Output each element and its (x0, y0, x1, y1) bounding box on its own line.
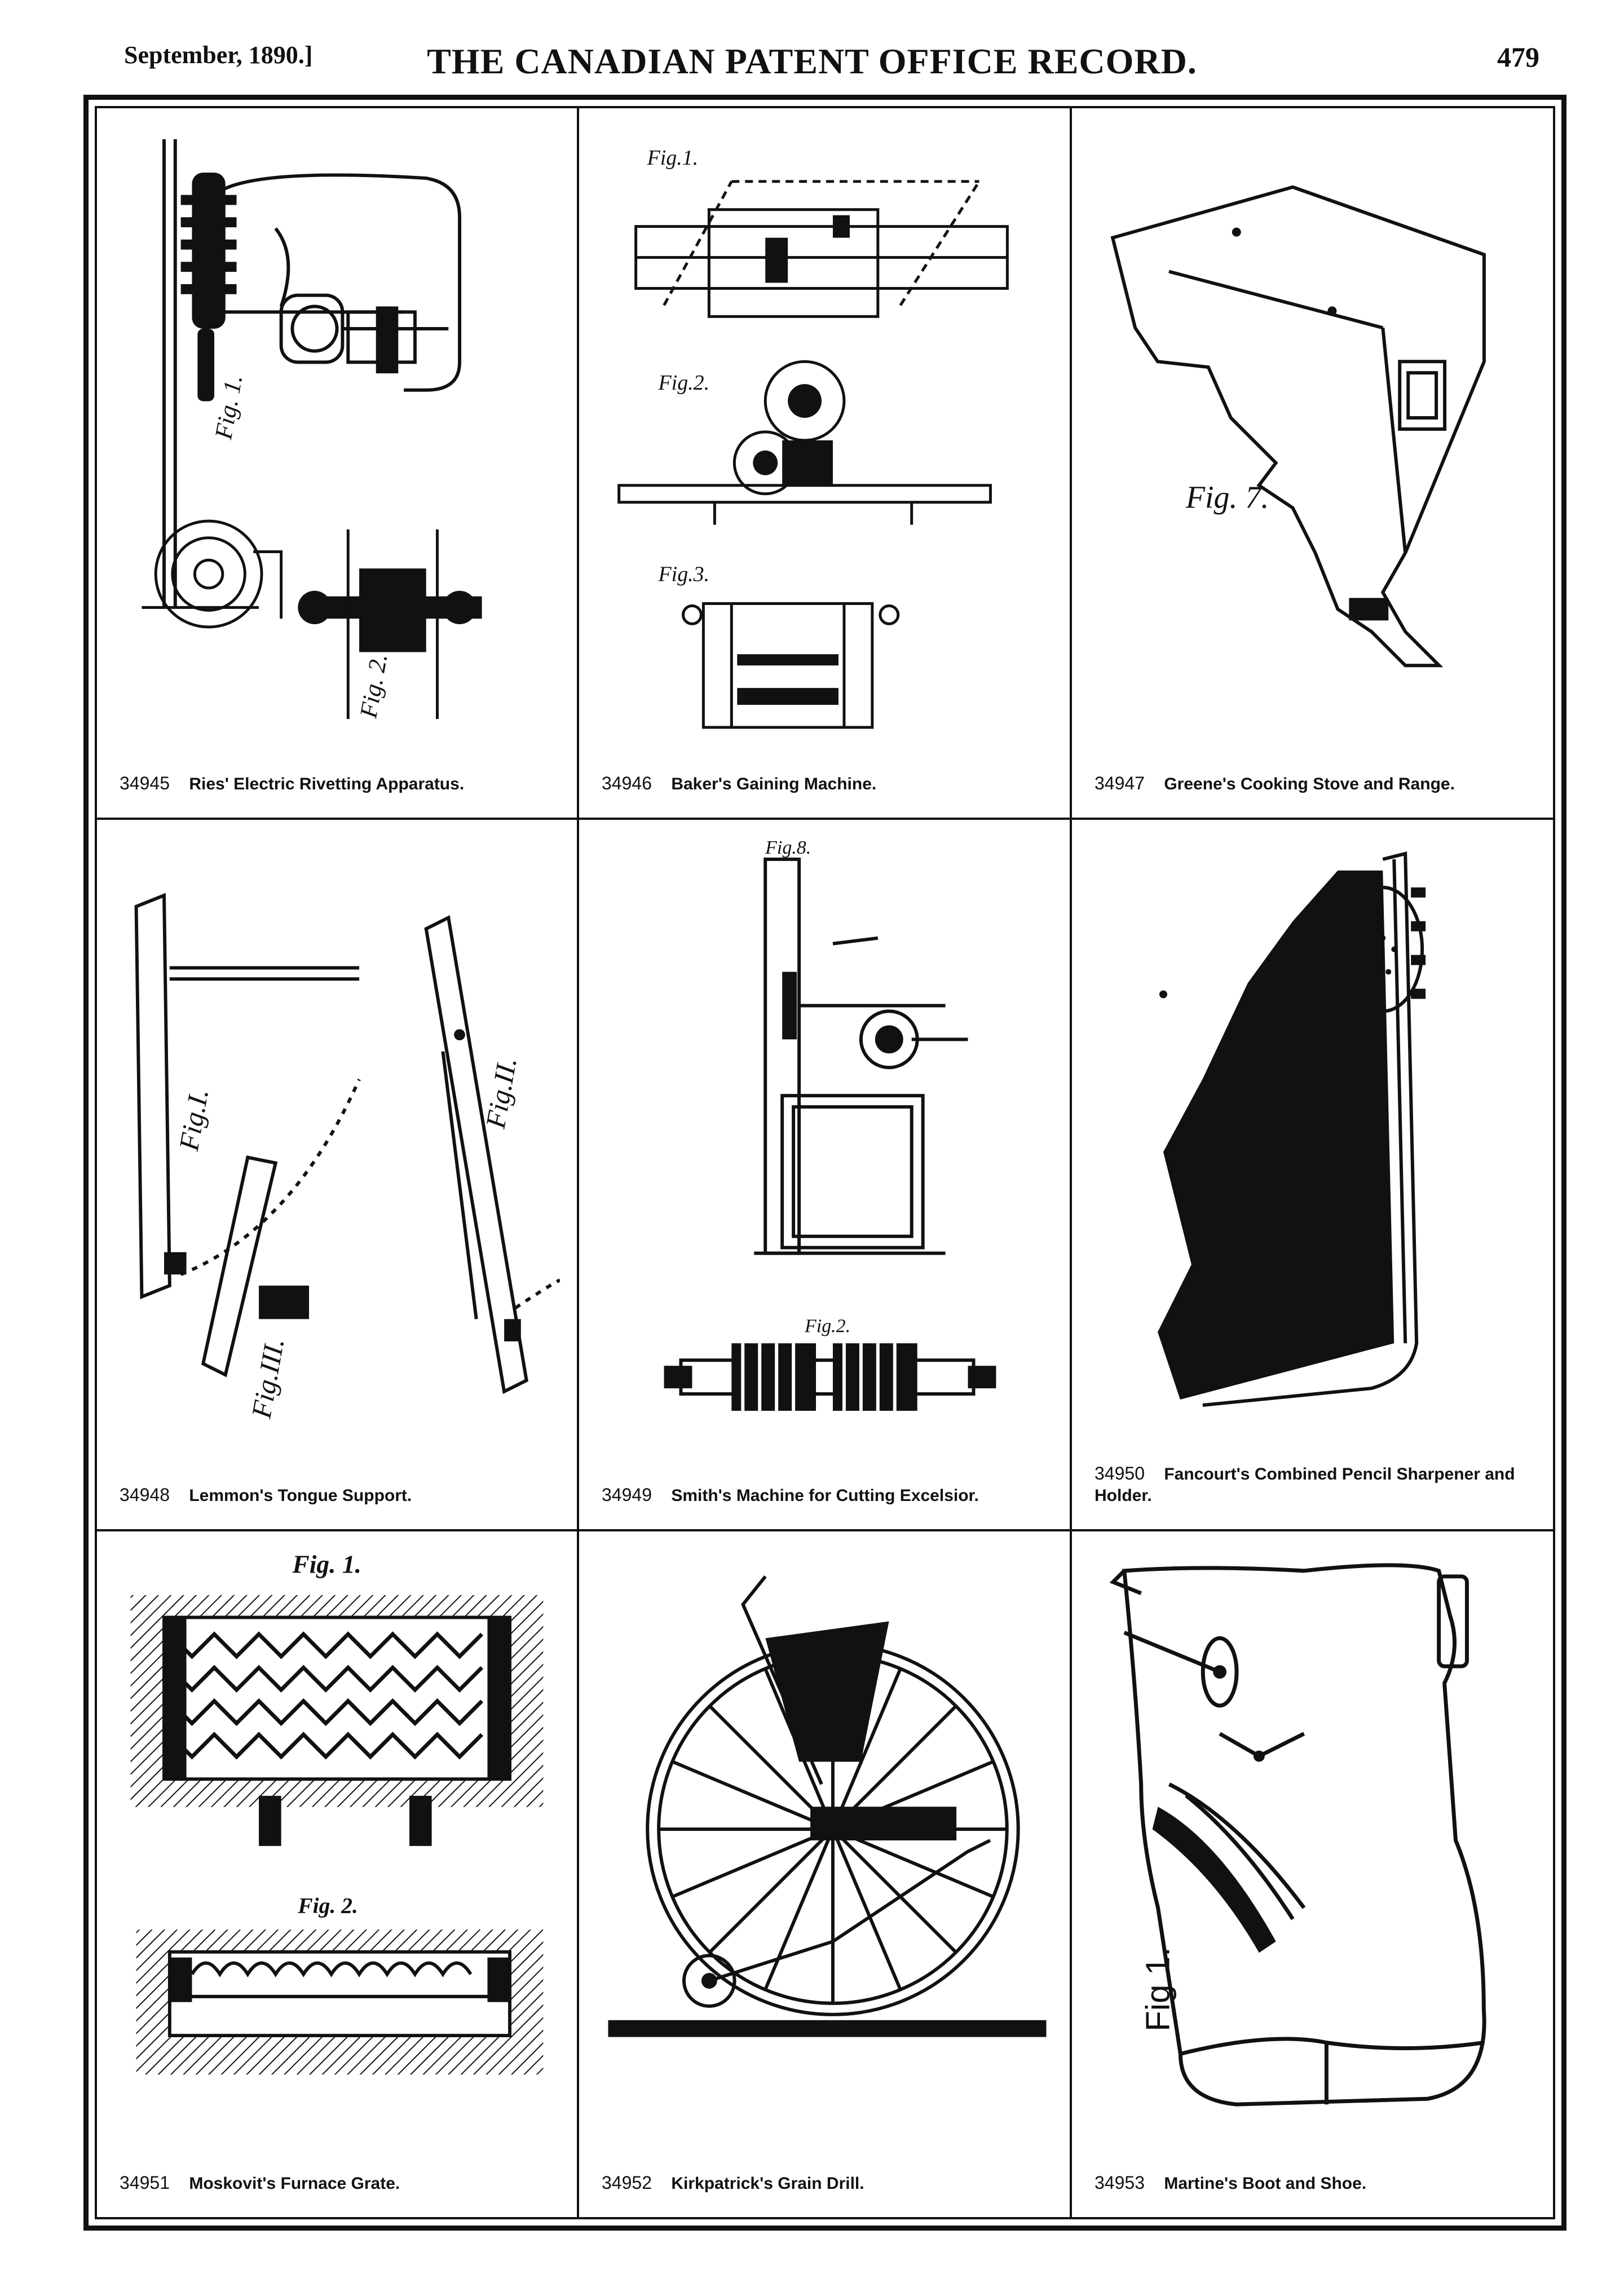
patent-cell-34952: 34952 Kirkpatrick's Grain Drill. (579, 1531, 1072, 2217)
fig-label: Fig.I. (173, 1087, 214, 1154)
fig-label: Fig. 1. (292, 1549, 361, 1578)
patent-cell-34950: 34950 Fancourt's Combined Pencil Sharpen… (1072, 820, 1553, 1531)
furnace-grate-illustration: Fig. 1. Fig. 2. (130, 1549, 544, 2075)
patent-title: Smith's Machine for Cutting Excelsior. (671, 1486, 979, 1505)
fig-label: Fig. 1. (210, 373, 248, 441)
patent-grid: Fig. 1. Fig. 2. 34945 Ries' Electric Riv… (97, 108, 1553, 2217)
patent-drawing-stove: Fig. 7. (1089, 125, 1536, 733)
gaining-machine-illustration: Fig.1. Fig.2. Fig.3. (617, 146, 1009, 729)
patent-title: Kirkpatrick's Grain Drill. (671, 2174, 864, 2193)
fig-label: Fig.3. (658, 562, 710, 586)
fig-label: Fig. 2. (355, 651, 392, 720)
patent-title: Fancourt's Combined Pencil Sharpener and… (1095, 1465, 1515, 1505)
fig-label: Fig 1. (1138, 1947, 1176, 2031)
boot-illustration: Fig 1. (1109, 1563, 1486, 2107)
fig-label: Fig.2. (658, 371, 710, 395)
fig-label: Fig.1. (647, 146, 699, 170)
page-header: September, 1890.] THE CANADIAN PATENT OF… (0, 41, 1624, 86)
pencil-sharpener-illustration (1158, 851, 1426, 1407)
patent-drawing-boot: Fig 1. (1089, 1548, 1536, 2132)
patent-title: Baker's Gaining Machine. (671, 775, 877, 793)
patent-drawing-pencil-sharpener (1089, 837, 1536, 1445)
journal-title: THE CANADIAN PATENT OFFICE RECORD. (427, 41, 1197, 81)
excelsior-machine-illustration: Fig.8. Fig.2. (664, 837, 996, 1411)
fig-label: Fig.2. (804, 1315, 850, 1336)
issue-date: September, 1890.] (124, 41, 313, 69)
grain-drill-illustration (608, 1575, 1047, 2037)
patent-drawing-excelsior: Fig.8. Fig.2. (596, 837, 1053, 1445)
inner-frame (95, 106, 1555, 2219)
patent-number: 34952 (602, 2173, 652, 2193)
patent-number: 34949 (602, 1485, 652, 1505)
patent-title: Lemmon's Tongue Support. (189, 1486, 412, 1505)
patent-caption: 34948 Lemmon's Tongue Support. (120, 1484, 560, 1507)
patent-caption: 34952 Kirkpatrick's Grain Drill. (602, 2172, 1053, 2195)
patent-number: 34946 (602, 773, 652, 793)
patent-caption: 34947 Greene's Cooking Stove and Range. (1095, 772, 1536, 795)
patent-caption: 34951 Moskovit's Furnace Grate. (120, 2172, 560, 2195)
patent-drawing-tongue-support: Fig.I. Fig.II. Fig.III. (114, 837, 560, 1445)
fig-label: Fig.II. (480, 1055, 523, 1131)
patent-drawing-furnace-grate: Fig. 1. Fig. 2. (114, 1548, 560, 2132)
patent-cell-34947: Fig. 7. 34947 Greene's Cooking Stove and… (1072, 108, 1553, 820)
patent-title: Ries' Electric Rivetting Apparatus. (189, 775, 465, 793)
patent-cell-34953: Fig 1. 34953 Martine's Boot and Shoe. (1072, 1531, 1553, 2217)
patent-drawing-grain-drill (596, 1548, 1053, 2132)
patent-caption: 34945 Ries' Electric Rivetting Apparatus… (120, 772, 560, 795)
patent-cell-34946: Fig.1. Fig.2. Fig.3. 34946 Baker's Gaini… (579, 108, 1072, 820)
patent-cell-34949: Fig.8. Fig.2. 34949 Smith's Machine for … (579, 820, 1072, 1531)
patent-caption: 34949 Smith's Machine for Cutting Excels… (602, 1484, 1053, 1507)
patent-title: Greene's Cooking Stove and Range. (1164, 775, 1455, 793)
fig-label: Fig. 7. (1185, 480, 1269, 515)
patent-number: 34950 (1095, 1463, 1145, 1483)
tongue-support-illustration: Fig.I. Fig.II. Fig.III. (134, 893, 560, 1421)
patent-cell-34945: Fig. 1. Fig. 2. 34945 Ries' Electric Riv… (97, 108, 579, 820)
patent-cell-34948: Fig.I. Fig.II. Fig.III. 34948 Lemmon's T… (97, 820, 579, 1531)
patent-drawing-gaining: Fig.1. Fig.2. Fig.3. (596, 125, 1053, 733)
patent-caption: 34953 Martine's Boot and Shoe. (1095, 2172, 1536, 2195)
patent-number: 34951 (120, 2173, 170, 2193)
outer-frame (83, 95, 1566, 2231)
patent-number: 34948 (120, 1485, 170, 1505)
rivetting-apparatus-illustration: Fig. 1. Fig. 2. (142, 139, 482, 721)
patent-number: 34945 (120, 773, 170, 793)
fig-label: Fig.8. (765, 837, 811, 858)
patent-cell-34951: Fig. 1. Fig. 2. 34951 Moskovit's Furnace… (97, 1531, 579, 2217)
patent-caption: 34946 Baker's Gaining Machine. (602, 772, 1053, 795)
stove-illustration: Fig. 7. (1110, 185, 1486, 668)
patent-number: 34953 (1095, 2173, 1145, 2193)
patent-drawing-rivetting: Fig. 1. Fig. 2. (114, 125, 560, 733)
patent-number: 34947 (1095, 773, 1145, 793)
patent-title: Martine's Boot and Shoe. (1164, 2174, 1367, 2193)
fig-label: Fig. 2. (297, 1893, 358, 1918)
fig-label: Fig.III. (245, 1336, 290, 1421)
patent-caption: 34950 Fancourt's Combined Pencil Sharpen… (1095, 1463, 1536, 1507)
page-number: 479 (1497, 41, 1539, 73)
patent-title: Moskovit's Furnace Grate. (189, 2174, 400, 2193)
